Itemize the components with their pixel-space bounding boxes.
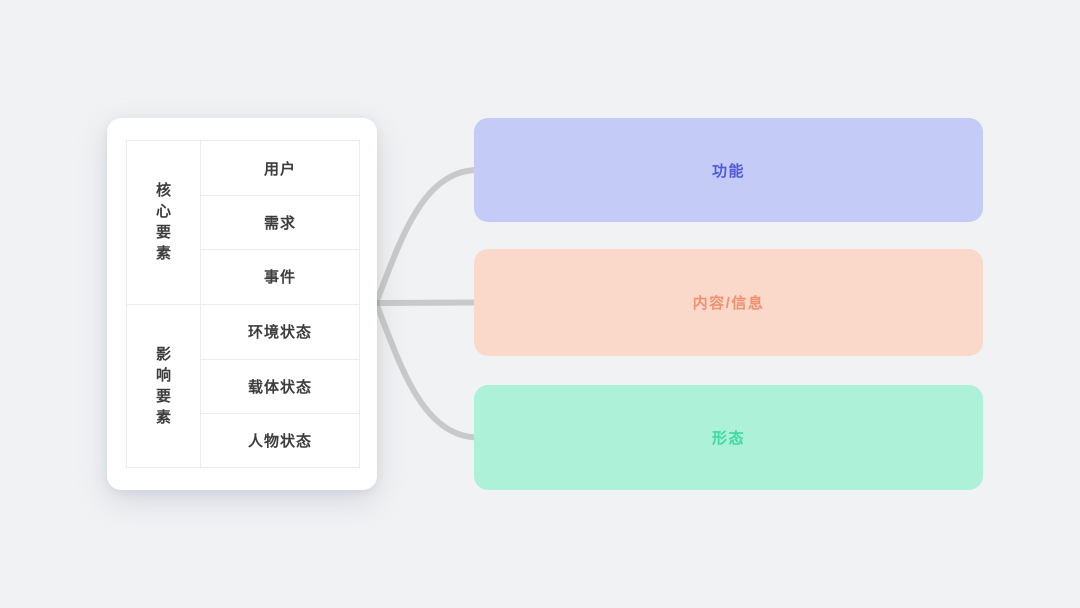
node-form[interactable]: 形态 xyxy=(474,385,983,490)
core-elements-header-cell: 核心要素 xyxy=(127,141,201,304)
influence-elements-header-cell: 影响要素 xyxy=(127,304,201,467)
influence-elements-group: 影响要素 环境状态 载体状态 人物状态 xyxy=(127,303,359,467)
core-elements-group: 核心要素 用户 需求 事件 xyxy=(127,141,359,304)
elements-table: 核心要素 用户 需求 事件 影响要素 环境状态 载体状态 人物状态 xyxy=(126,140,360,468)
elements-panel-node[interactable]: 核心要素 用户 需求 事件 影响要素 环境状态 载体状态 人物状态 xyxy=(107,118,377,490)
table-row-event: 事件 xyxy=(201,249,359,303)
table-row-environment-state: 环境状态 xyxy=(247,324,312,342)
connector-line-middle xyxy=(373,299,481,306)
table-row-person-state: 人物状态 xyxy=(201,412,359,467)
core-elements-label: 核心要素 xyxy=(155,182,171,263)
connector-line-top xyxy=(373,167,481,306)
connector-line-bottom xyxy=(373,300,481,441)
table-row-user: 用户 xyxy=(263,160,296,178)
table-row-demand: 需求 xyxy=(201,195,359,249)
node-function[interactable]: 功能 xyxy=(474,118,983,222)
table-row-carrier-state: 载体状态 xyxy=(201,358,359,413)
influence-elements-label: 影响要素 xyxy=(155,345,171,426)
node-content-info[interactable]: 内容/信息 xyxy=(474,249,983,356)
